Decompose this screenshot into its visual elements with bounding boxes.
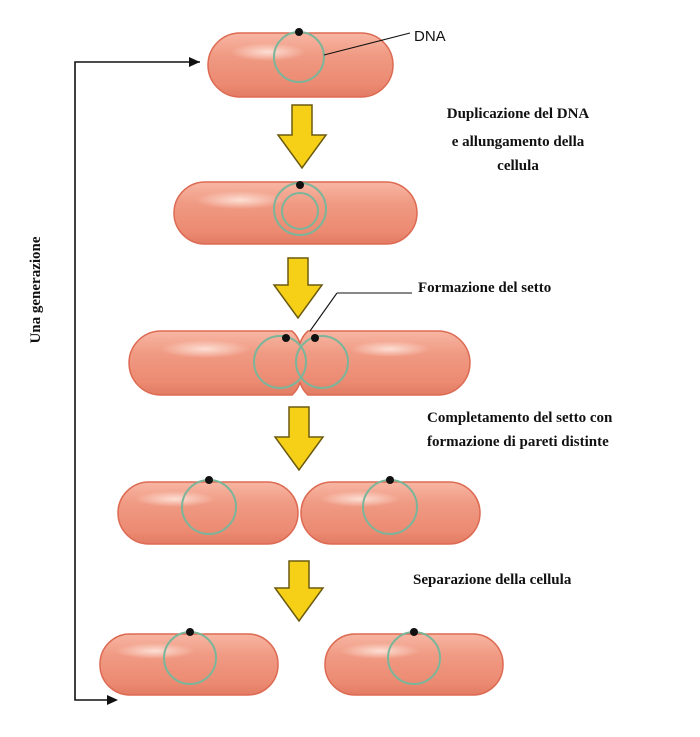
step-1-line-3: cellula	[497, 158, 539, 174]
step-2-label: Formazione del setto	[418, 280, 551, 296]
step-3-line-2: formazione di pareti distinte	[427, 434, 609, 450]
dna-ring-inner	[281, 192, 319, 230]
step-label-3: Completamento del setto con formazione d…	[427, 410, 613, 450]
step-arrow-3	[273, 406, 325, 472]
separated-cell-left	[99, 628, 279, 696]
separated-cell-right	[324, 628, 504, 696]
cell-stage-3	[128, 330, 471, 396]
dna-callout: DNA	[323, 28, 446, 56]
step-arrow-4	[273, 560, 325, 623]
daughter-cell-right	[300, 476, 481, 545]
cell-stage-5	[99, 628, 504, 696]
dna-ring-right	[295, 335, 349, 389]
origin-dot-left	[282, 334, 290, 342]
step-1-line-2: e allungamento della	[452, 134, 585, 150]
generation-loop-arrow	[74, 57, 200, 705]
step-arrow-2	[272, 257, 324, 320]
cell-stage-1	[207, 28, 394, 98]
dna-ring-left	[253, 335, 307, 389]
dna-label: DNA	[414, 28, 446, 45]
cell-stage-4	[117, 476, 481, 545]
step-4-label: Separazione della cellula	[413, 572, 572, 588]
septum-callout	[309, 292, 412, 332]
step-label-1: Duplicazione del DNA e allungamento dell…	[447, 106, 590, 174]
origin-dot	[296, 181, 304, 189]
step-1-line-1: Duplicazione del DNA	[447, 106, 590, 122]
daughter-cell-left	[117, 476, 299, 545]
generation-label: Una generazione	[28, 236, 44, 343]
step-arrow-1	[276, 104, 328, 170]
origin-dot-right	[311, 334, 319, 342]
cell-stage-2	[173, 181, 418, 245]
origin-dot	[295, 28, 303, 36]
step-3-line-1: Completamento del setto con	[427, 410, 613, 426]
